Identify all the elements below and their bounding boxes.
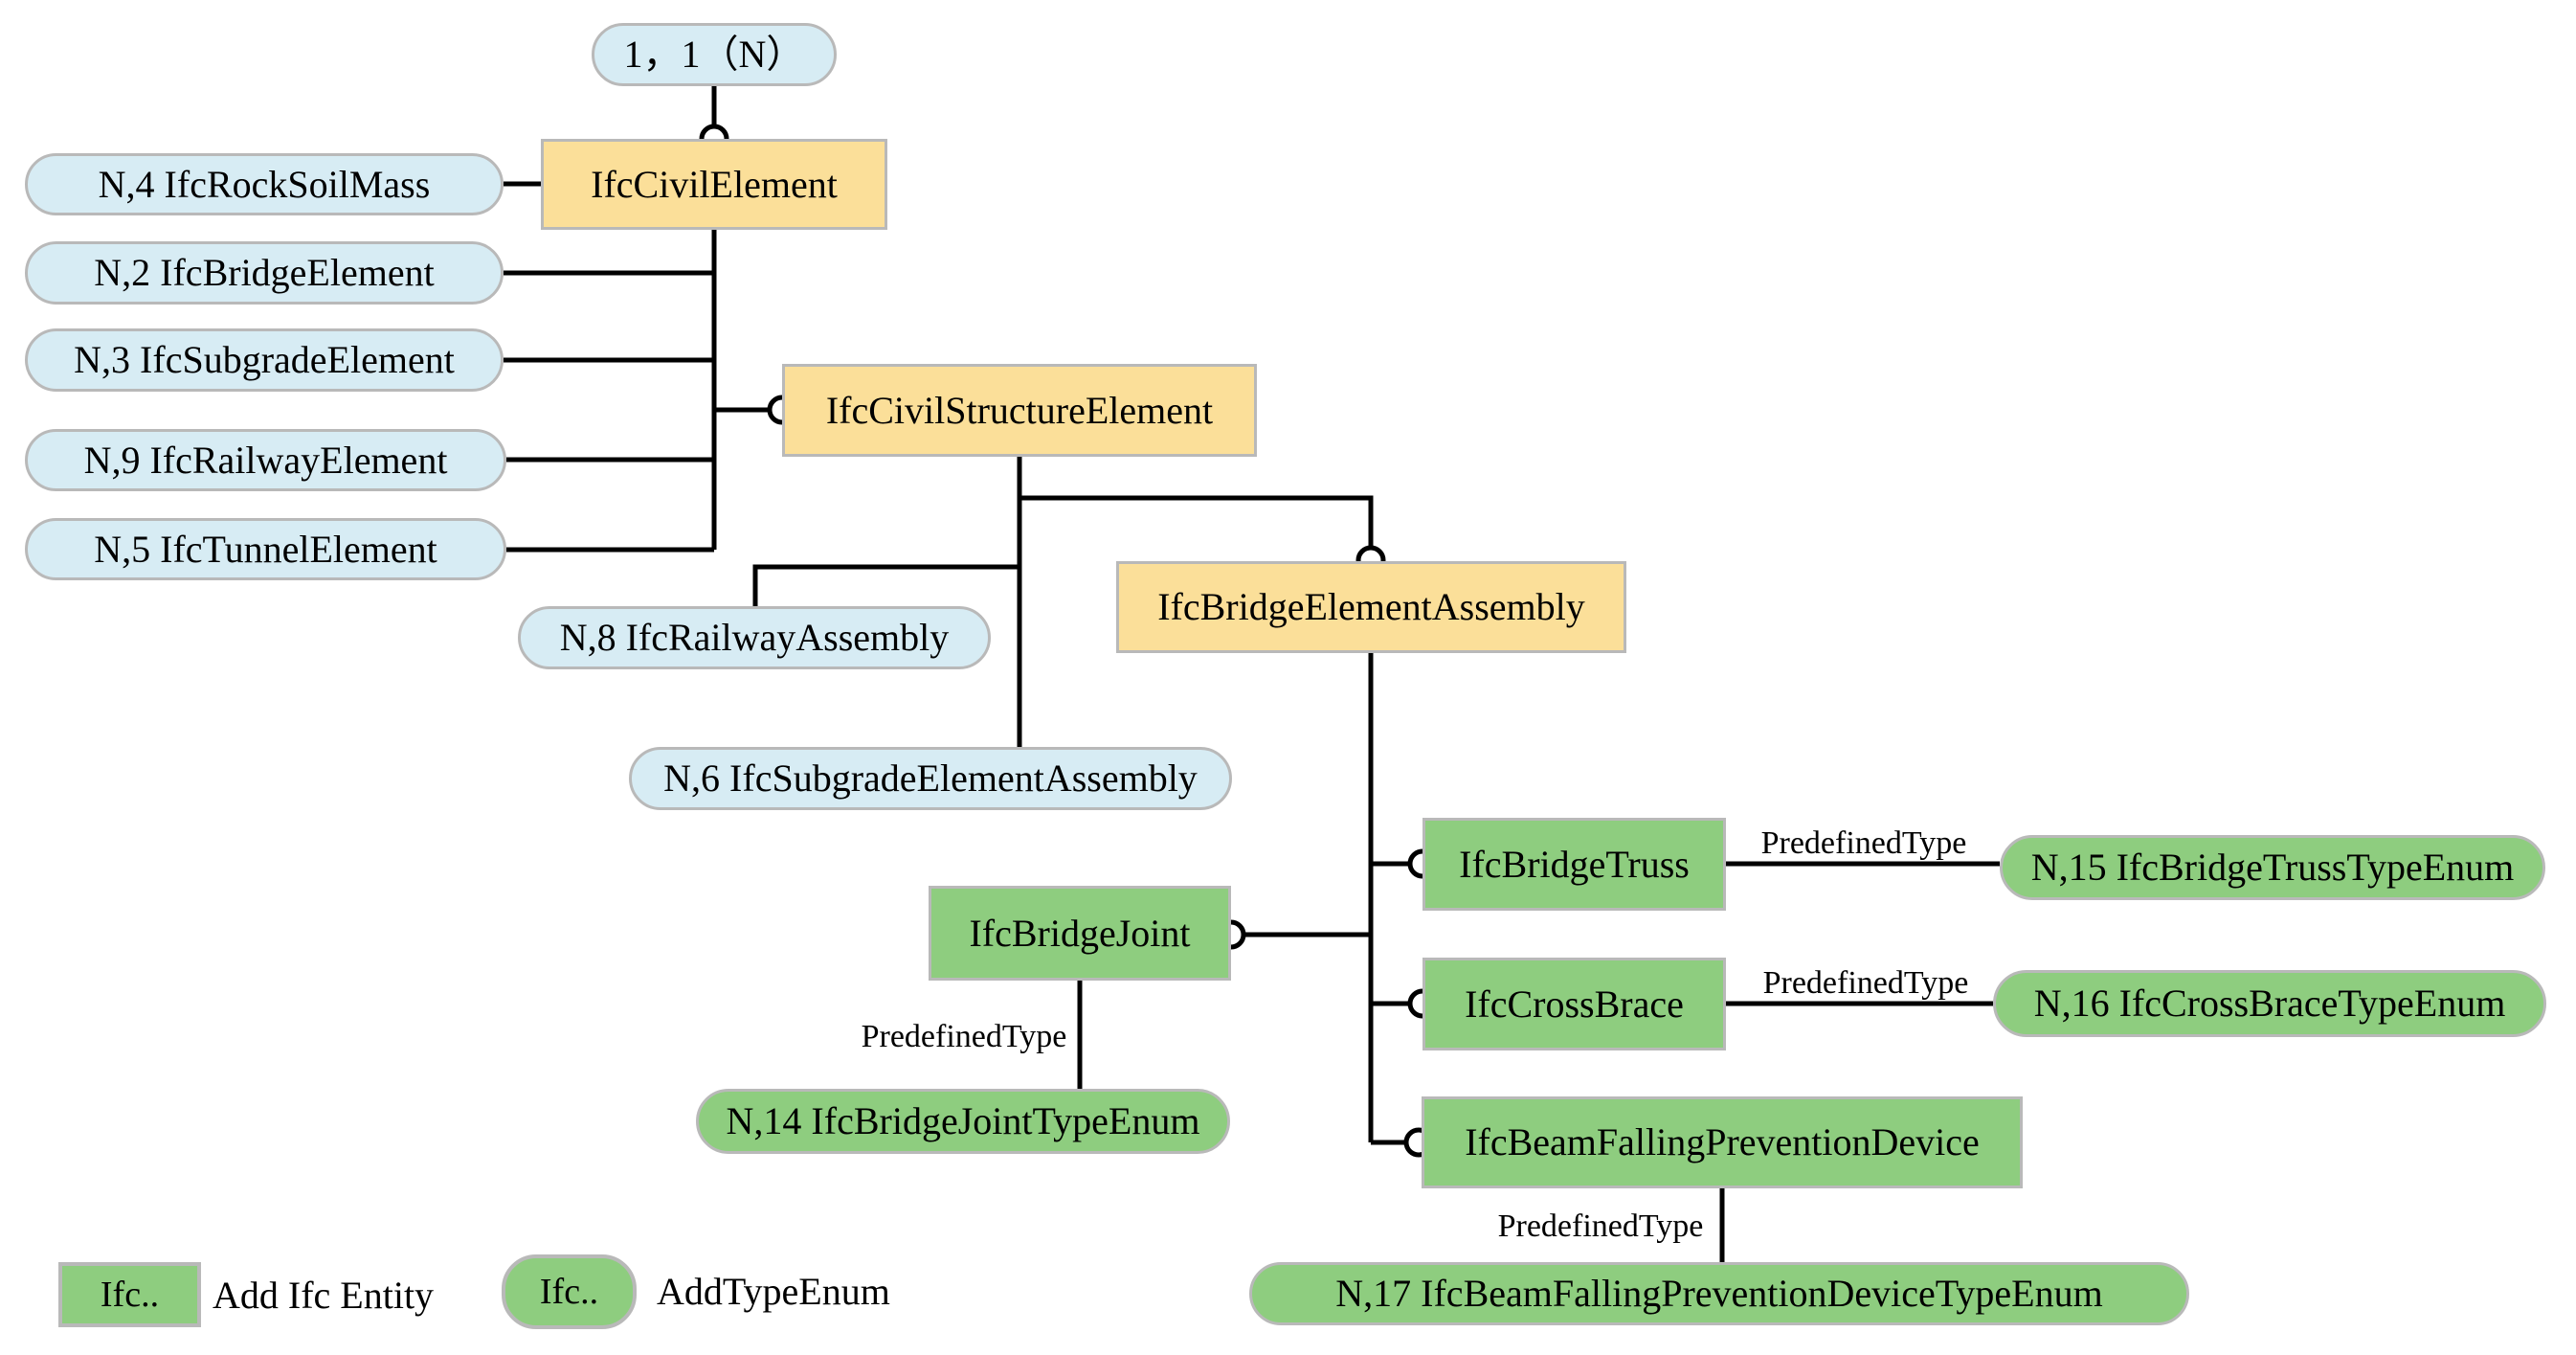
node-ifc-bridge-joint-type-enum: N,14 IfcBridgeJointTypeEnum — [696, 1089, 1230, 1154]
edge-label-predefinedtype-crossbrace: PredefinedType — [1762, 965, 1969, 1001]
edge-railwayassembly-branch — [752, 564, 1019, 606]
node-ifc-bridge-element-assembly: IfcBridgeElementAssembly — [1116, 561, 1626, 653]
node-ifc-beam-falling-prevention-device: IfcBeamFallingPreventionDevice — [1422, 1096, 2023, 1188]
node-ifc-tunnel-element: N,5 IfcTunnelElement — [25, 518, 506, 580]
node-ifc-bridge-truss: IfcBridgeTruss — [1422, 818, 1726, 911]
edge-label-predefinedtype-truss: PredefinedType — [1760, 825, 1967, 861]
node-ifc-rock-soil-mass: N,4 IfcRockSoilMass — [25, 153, 504, 215]
legend-entity-label: Add Ifc Entity — [213, 1274, 435, 1317]
node-ifc-railway-element: N,9 IfcRailwayElement — [25, 429, 506, 491]
legend-entity-swatch: Ifc.. — [58, 1262, 201, 1327]
node-ifc-civil-element: IfcCivilElement — [541, 139, 887, 230]
node-ifc-cross-brace-type-enum: N,16 IfcCrossBraceTypeEnum — [1993, 970, 2546, 1037]
node-cardinality: 1，1（N） — [592, 23, 837, 86]
node-ifc-subgrade-element-assembly: N,6 IfcSubgradeElementAssembly — [629, 747, 1232, 810]
edge-label-predefinedtype-joint: PredefinedType — [861, 1019, 1067, 1054]
legend-enum-label: AddTypeEnum — [657, 1270, 890, 1313]
node-ifc-bridge-joint: IfcBridgeJoint — [929, 886, 1231, 981]
edge-label-predefinedtype-device: PredefinedType — [1497, 1208, 1704, 1244]
node-ifc-subgrade-element: N,3 IfcSubgradeElement — [25, 328, 504, 392]
node-ifc-bridge-truss-type-enum: N,15 IfcBridgeTrussTypeEnum — [2000, 835, 2545, 900]
node-ifc-civil-structure-element: IfcCivilStructureElement — [782, 364, 1257, 457]
edge-bridgeassembly-branch — [1019, 495, 1374, 547]
node-ifc-beam-falling-prevention-device-type-enum: N,17 IfcBeamFallingPreventionDeviceTypeE… — [1249, 1262, 2189, 1325]
node-ifc-bridge-element: N,2 IfcBridgeElement — [25, 241, 504, 305]
node-ifc-cross-brace: IfcCrossBrace — [1422, 958, 1726, 1050]
node-ifc-railway-assembly: N,8 IfcRailwayAssembly — [518, 606, 991, 669]
legend-enum-swatch: Ifc.. — [502, 1254, 637, 1329]
